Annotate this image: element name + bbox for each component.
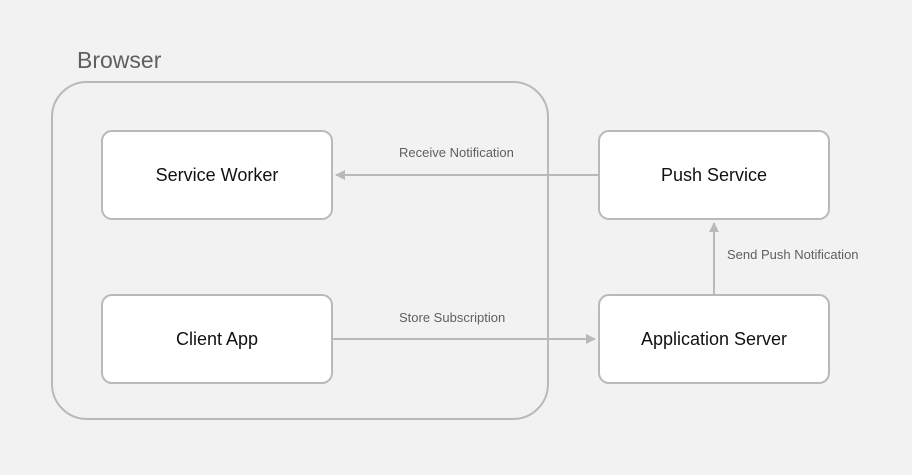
service-worker-node: Service Worker bbox=[101, 130, 333, 220]
receive-notification-label: Receive Notification bbox=[399, 145, 514, 160]
browser-title: Browser bbox=[77, 47, 162, 73]
client-app-node: Client App bbox=[101, 294, 333, 384]
browser-container bbox=[51, 81, 549, 420]
send-push-notification-label: Send Push Notification bbox=[727, 247, 859, 262]
push-service-node: Push Service bbox=[598, 130, 830, 220]
store-subscription-label: Store Subscription bbox=[399, 310, 506, 325]
application-server-node: Application Server bbox=[598, 294, 830, 384]
